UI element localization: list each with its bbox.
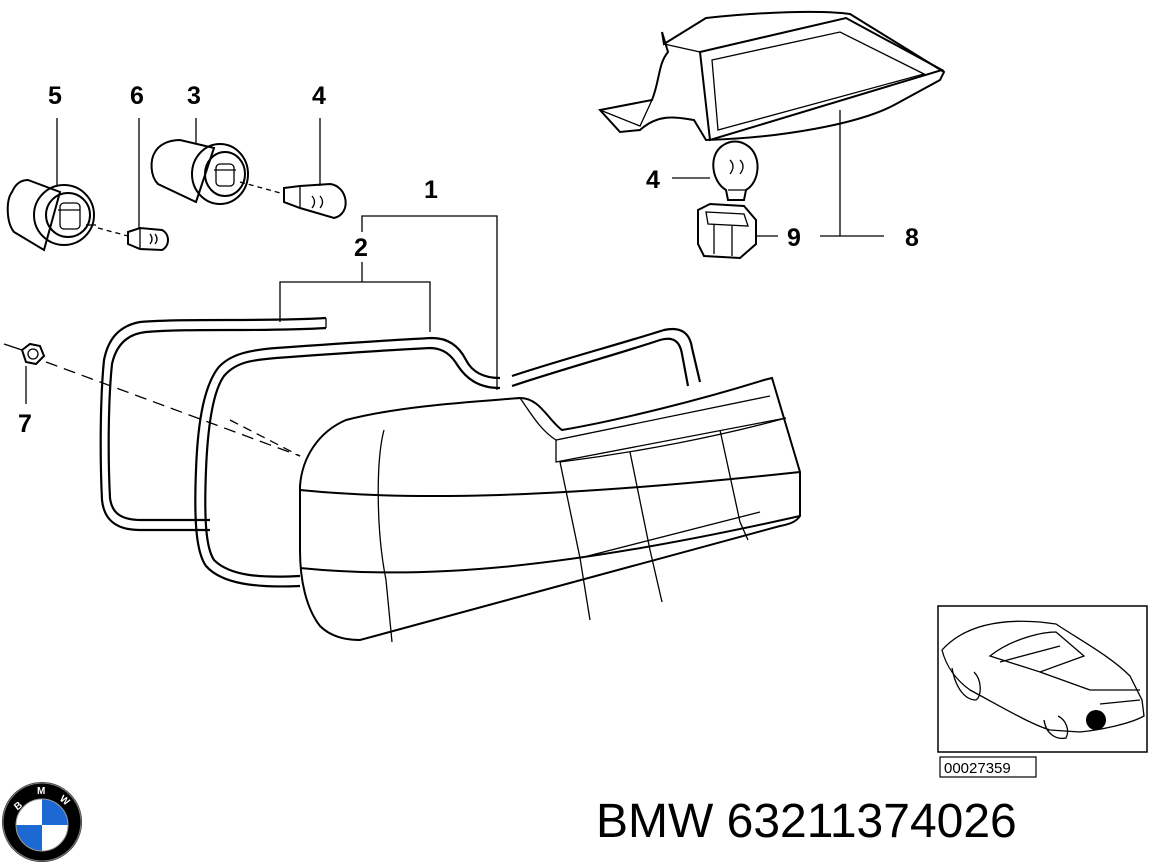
leader-2 (279, 281, 431, 332)
callout-6: 6 (130, 82, 144, 110)
bulb-6 (97, 226, 169, 252)
vehicle-location-inset: 00027359 (937, 605, 1148, 778)
callout-2: 2 (354, 234, 368, 262)
nut-7 (3, 342, 301, 457)
seal-gasket (99, 316, 702, 532)
callout-7: 7 (18, 410, 32, 438)
callout-9: 9 (787, 224, 801, 252)
callout-4-left: 4 (312, 82, 326, 110)
lamp-gasket (194, 336, 501, 588)
callout-4-right: 4 (646, 166, 660, 194)
leader-1 (361, 215, 498, 390)
brake-light-housing-8 (598, 10, 946, 142)
callout-1: 1 (424, 176, 438, 204)
bulb-holder-5 (6, 178, 96, 252)
part-number-caption: BMW 63211374026 (596, 795, 1017, 848)
callout-8: 8 (905, 224, 919, 252)
bulb-socket-9 (697, 202, 757, 260)
bulb-4-right (712, 140, 759, 201)
callout-5: 5 (48, 82, 62, 110)
inset-reference-id: 00027359 (944, 760, 1011, 777)
bulb-4-left (239, 181, 347, 220)
tail-light-1 (299, 376, 801, 643)
callout-3: 3 (187, 82, 201, 110)
leader-8 (839, 110, 884, 237)
location-marker (1086, 710, 1106, 730)
bulb-holder-3 (150, 138, 249, 205)
svg-text:M: M (37, 786, 45, 797)
bmw-logo: B M W (2, 782, 82, 862)
